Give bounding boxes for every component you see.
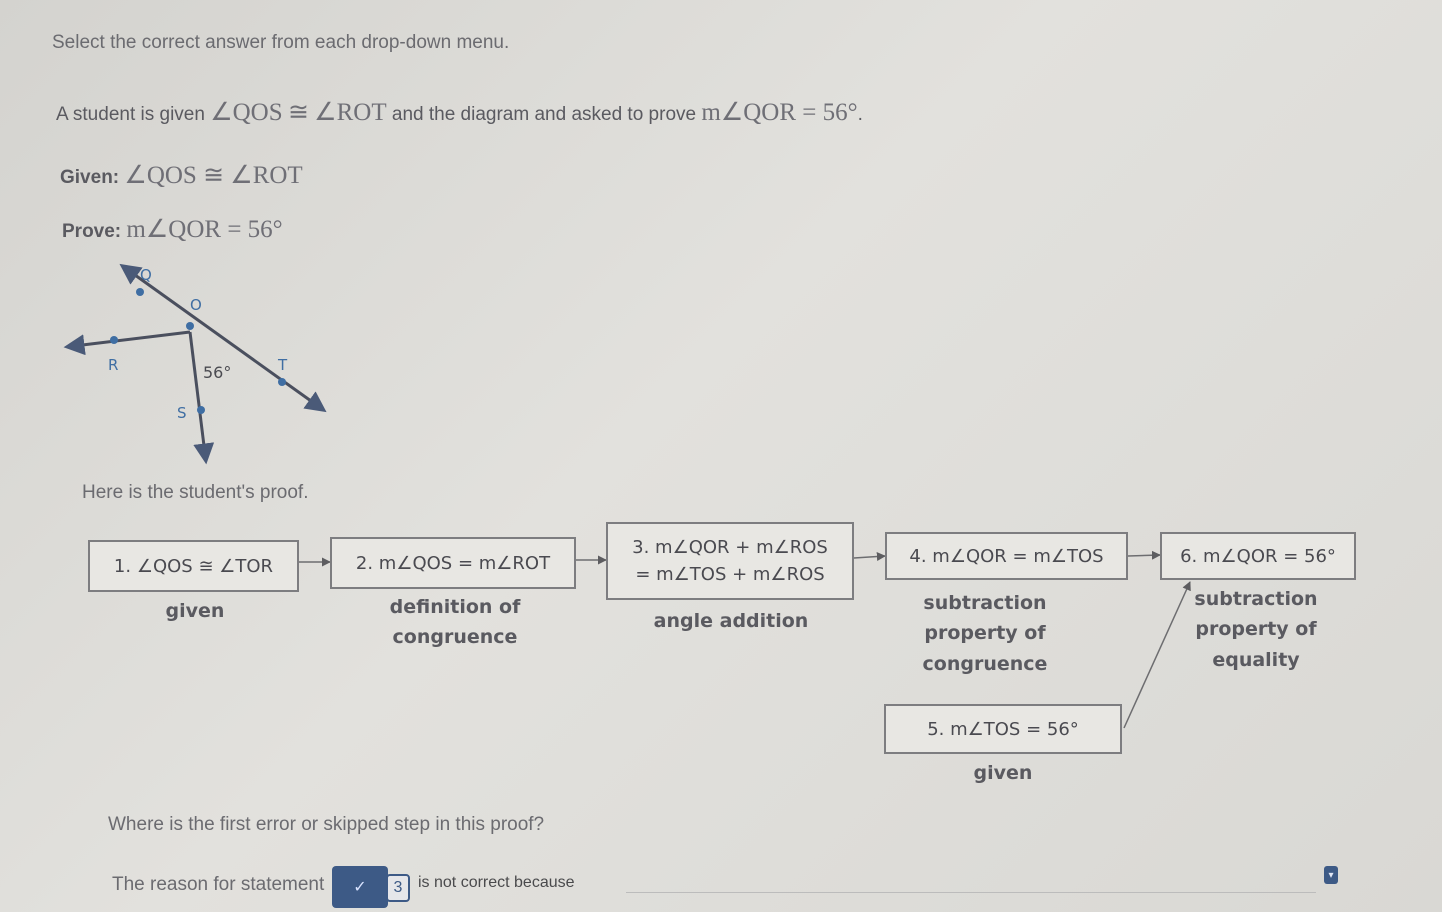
statement-1-text: 1. ∠QOS ≅ ∠TOR: [113, 555, 274, 577]
connector-3-4: [853, 552, 886, 562]
reason-4-line1: subtraction: [923, 592, 1047, 614]
instruction-text: Select the correct answer from each drop…: [52, 32, 510, 53]
statement-number-value[interactable]: 3: [386, 874, 410, 902]
reason-6: subtraction property of equality: [1178, 584, 1334, 675]
reason-4-line3: congruence: [922, 652, 1048, 675]
reason-5: given: [973, 762, 1033, 784]
point-t: [278, 378, 286, 386]
reason-dropdown-chevron-icon[interactable]: ▾: [1324, 866, 1338, 884]
statement-number-dropdown[interactable]: ✓: [332, 866, 388, 908]
statement-3-line1: 3. m∠QOR + m∠ROS: [632, 537, 828, 558]
reason-2: definition of congruence: [360, 592, 550, 653]
point-o: [186, 322, 194, 330]
prove-statement: Prove: m∠QOR = 56°: [62, 214, 283, 244]
prove-expression-2: m∠QOR = 56°: [126, 216, 283, 243]
statement-6-text: 6. m∠QOR = 56°: [1180, 545, 1336, 567]
ray-or: [63, 330, 191, 356]
statement-5-text: 5. m∠TOS = 56°: [927, 718, 1079, 740]
label-r: R: [108, 356, 118, 374]
given-expression: ∠QOS ≅ ∠ROT: [124, 162, 303, 189]
question-text: Where is the first error or skipped step…: [108, 814, 545, 835]
connector-4-6: [1127, 550, 1161, 560]
answer-prefix: The reason for statement: [112, 874, 325, 895]
reason-1: given: [165, 600, 225, 622]
given-label: Given:: [60, 167, 120, 188]
statement-3-line2: = m∠TOS + m∠ROS: [635, 564, 825, 585]
point-s: [197, 406, 205, 414]
statement-2-text: 2. m∠QOS = m∠ROT: [355, 552, 551, 574]
statement-4: 4. m∠QOR = m∠TOS: [885, 532, 1128, 580]
statement-2: 2. m∠QOS = m∠ROT: [330, 537, 576, 589]
problem-statement: A student is given ∠QOS ≅ ∠ROT and the d…: [56, 97, 863, 127]
prove-label: Prove:: [62, 221, 122, 242]
given-angle-a: ∠QOS: [210, 99, 283, 126]
label-s: S: [177, 404, 187, 422]
point-r: [110, 336, 118, 344]
statement-6: 6. m∠QOR = 56°: [1160, 532, 1356, 580]
reason-6-line2: property of: [1195, 618, 1317, 641]
reason-4-line2: property of: [924, 622, 1046, 645]
answer-middle: is not correct because: [418, 874, 575, 891]
angle-measure-label: 56°: [203, 363, 231, 382]
point-q: [136, 288, 144, 296]
reason-2-line2: congruence: [392, 626, 518, 649]
dropdown-check-icon: ✓: [353, 879, 367, 896]
congruent-symbol: ≅: [287, 99, 309, 126]
intro-middle: and the diagram and asked to prove: [391, 104, 697, 125]
prove-expression: m∠QOR = 56°: [701, 99, 858, 126]
given-statement: Given: ∠QOS ≅ ∠ROT: [60, 160, 303, 190]
line-qt: [119, 263, 327, 413]
statement-5: 5. m∠TOS = 56°: [884, 704, 1122, 754]
given-angle-b: ∠ROT: [314, 99, 387, 126]
angle-diagram: Q O R T S 56°: [63, 263, 327, 465]
label-o: O: [190, 296, 202, 314]
intro-suffix: .: [857, 104, 863, 125]
statement-1: 1. ∠QOS ≅ ∠TOR: [88, 540, 299, 592]
reason-3: angle addition: [653, 610, 809, 632]
proof-intro: Here is the student's proof.: [82, 482, 309, 503]
label-q: Q: [140, 266, 152, 284]
reason-2-line1: definition of: [389, 596, 521, 618]
label-t: T: [277, 356, 288, 374]
reason-6-line1: subtraction: [1194, 588, 1318, 610]
reason-dropdown[interactable]: [626, 892, 1316, 893]
statement-4-text: 4. m∠QOR = m∠TOS: [909, 545, 1104, 567]
intro-prefix: A student is given: [56, 104, 205, 125]
reason-4: subtraction property of congruence: [900, 588, 1070, 679]
ray-os: [188, 331, 215, 465]
reason-6-line3: equality: [1212, 648, 1300, 671]
statement-3: 3. m∠QOR + m∠ROS = m∠TOS + m∠ROS: [606, 522, 854, 600]
